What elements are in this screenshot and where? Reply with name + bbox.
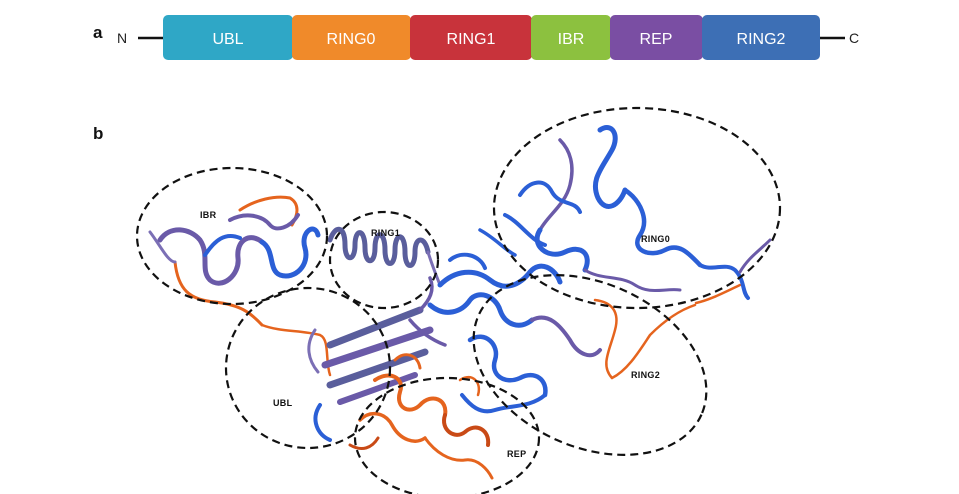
domain-ring2-label: RING2: [737, 31, 786, 48]
ring0-region-outline: [492, 106, 782, 310]
ring2-region-label: RING2: [631, 370, 660, 380]
c-terminus-label: C: [849, 30, 859, 46]
domain-ubl-label: UBL: [212, 31, 243, 48]
domain-ring0: RING0: [292, 15, 411, 60]
core-ribbon: [408, 228, 602, 414]
domain-ring2: RING2: [702, 15, 820, 60]
domain-ubl-box: [163, 15, 293, 60]
ibr-ribbon: [148, 213, 321, 286]
rep-ribbon: [348, 353, 494, 480]
ring1-region-label: RING1: [371, 228, 400, 238]
n-terminus-label: N: [117, 30, 127, 46]
domain-ibr: IBR: [531, 15, 611, 60]
domain-ring1: RING1: [410, 15, 532, 60]
domain-ring0-box: [292, 15, 411, 60]
ibr-region-outline: [135, 166, 329, 306]
domain-rep-box: [610, 15, 703, 60]
rep-region-outline: [353, 376, 541, 494]
ibr-region-label: IBR: [200, 210, 217, 220]
ring1-region-outline: [328, 210, 440, 310]
panel-b-letter: b: [93, 124, 103, 143]
ring0-ribbon: [503, 125, 772, 300]
domain-ring1-label: RING1: [447, 31, 496, 48]
domain-ring2-box: [702, 15, 820, 60]
domain-ibr-label: IBR: [558, 31, 585, 48]
panel-b: b: [93, 106, 782, 494]
domain-ring1-box: [410, 15, 532, 60]
domain-ibr-box: [531, 15, 611, 60]
rep-region-label: REP: [507, 449, 526, 459]
domain-ubl: UBL: [163, 15, 293, 60]
domain-ring0-label: RING0: [327, 31, 376, 48]
region-labels: IBR RING1 RING0 UBL RING2 REP: [200, 210, 670, 459]
domain-rep-label: REP: [640, 31, 673, 48]
domain-rep: REP: [610, 15, 703, 60]
panel-a: a N C UBL RING0 RING1 IBR REP RING2: [93, 15, 859, 60]
orange-linkers: [173, 195, 742, 380]
ubl-region-outline: [224, 286, 392, 450]
ubl-region-label: UBL: [273, 398, 293, 408]
ubl-ribbon: [307, 276, 434, 442]
ring0-region-label: RING0: [641, 234, 670, 244]
panel-a-letter: a: [93, 23, 103, 42]
